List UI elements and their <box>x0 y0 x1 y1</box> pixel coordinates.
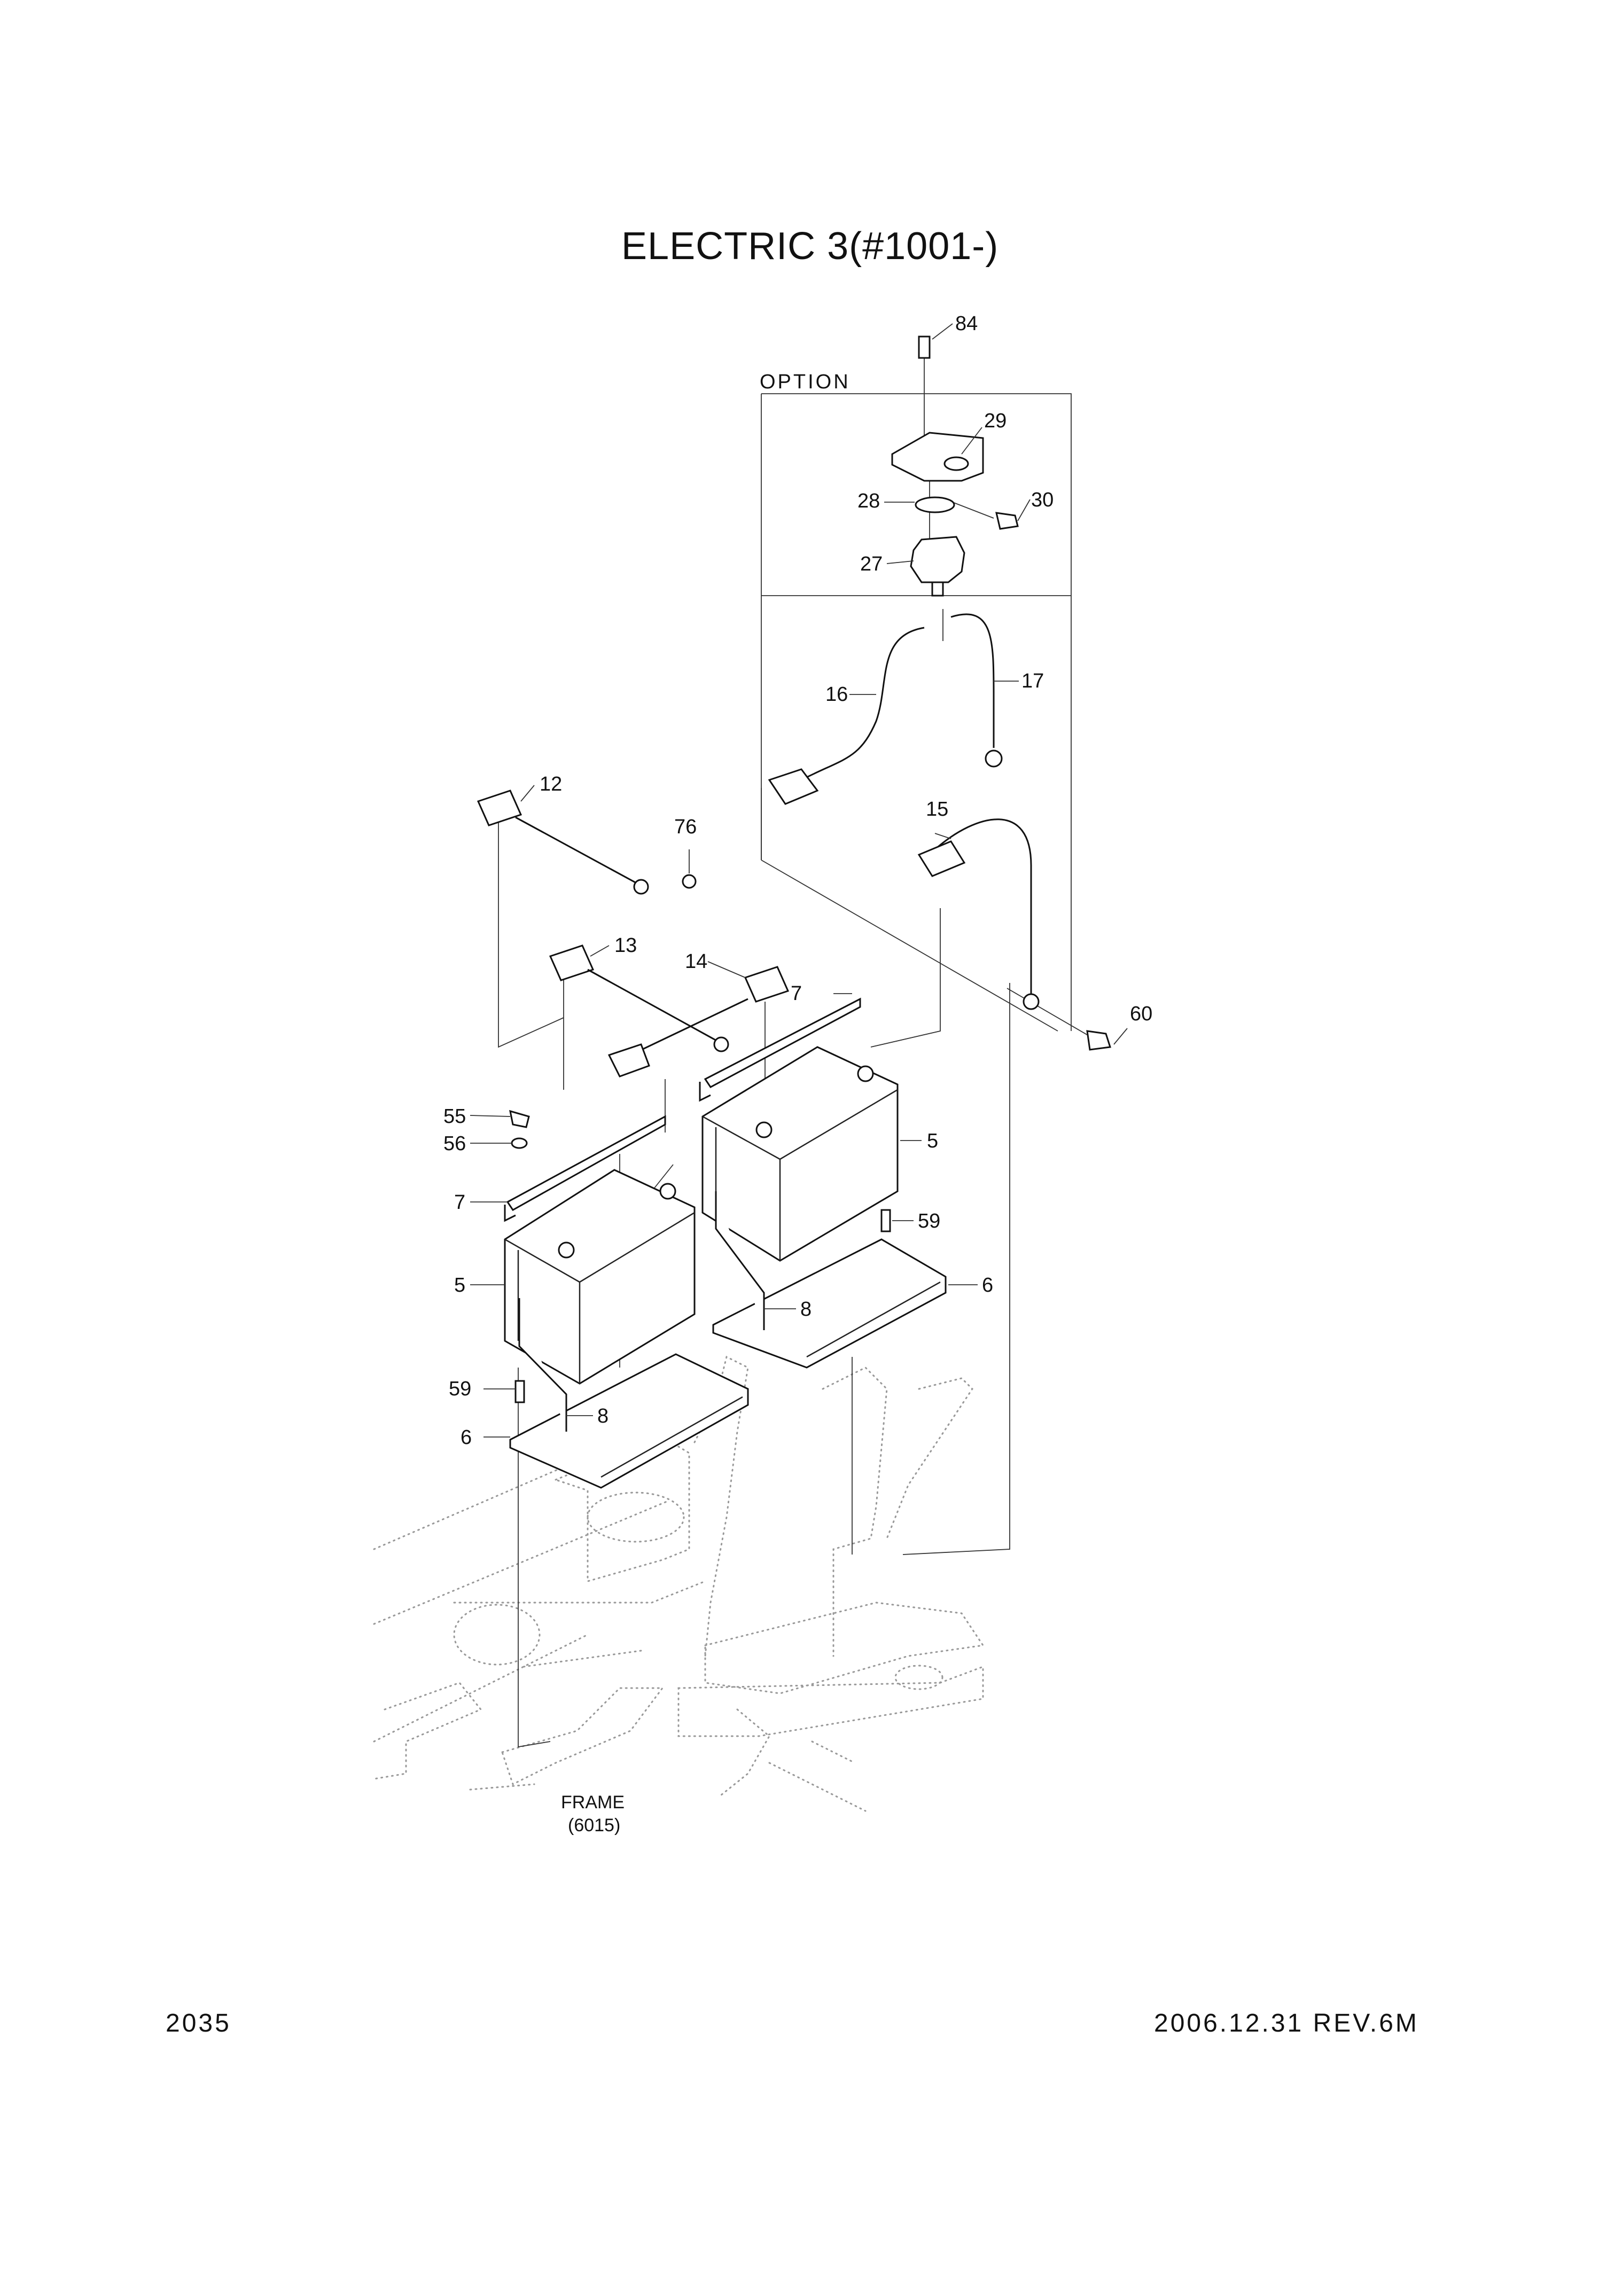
hardware <box>509 1110 891 1432</box>
frame-label: FRAME <box>561 1792 625 1813</box>
switch-27-part <box>910 536 965 583</box>
bracket-hole <box>943 456 969 471</box>
callout-6-right: 6 <box>982 1274 993 1297</box>
battery-holders <box>504 997 861 1222</box>
callout-8-right: 8 <box>800 1298 812 1321</box>
battery-tray-right <box>712 1238 947 1369</box>
callout-12: 12 <box>540 773 562 795</box>
cable-15 <box>917 818 1111 1051</box>
terminal-16 <box>768 768 819 805</box>
revision-label: 2006.12.31 REV.6M <box>1154 2009 1419 2037</box>
bolt-84-part <box>918 335 931 359</box>
bracket-29-part <box>891 432 984 482</box>
callout-27: 27 <box>860 553 883 575</box>
callout-60: 60 <box>1130 1003 1152 1025</box>
terminal-13 <box>549 944 595 981</box>
callout-lines <box>470 323 1128 1438</box>
callout-5-left: 5 <box>454 1274 465 1297</box>
terminal-12 <box>477 790 522 826</box>
callout-7-lower: 7 <box>454 1191 465 1214</box>
callout-84: 84 <box>955 313 978 335</box>
battery-switch-assembly <box>891 335 1019 597</box>
nut-76-part <box>682 874 697 889</box>
terminal-14 <box>744 966 790 1003</box>
washer-28-part <box>915 496 955 513</box>
callout-7-upper: 7 <box>791 982 802 1005</box>
cable-13-part <box>587 969 719 1043</box>
callout-17: 17 <box>1021 670 1044 692</box>
bolt-59-left <box>514 1380 525 1403</box>
callout-6-left: 6 <box>461 1426 472 1449</box>
diagram-title: ELECTRIC 3(#1001-) <box>621 225 999 268</box>
leader-lines <box>498 342 1090 1748</box>
rod-8-right <box>715 1191 765 1330</box>
cable-17-part <box>950 613 995 748</box>
cable-12-part <box>515 816 639 885</box>
callout-59-left: 59 <box>449 1378 471 1400</box>
callout-76: 76 <box>674 816 697 838</box>
washer-56 <box>511 1137 528 1149</box>
callout-29: 29 <box>984 410 1007 432</box>
cable-14-part <box>630 998 748 1056</box>
cable-16-part <box>806 627 925 778</box>
cables-16-17 <box>768 613 1003 805</box>
option-box: OPTION <box>760 371 1072 1032</box>
callout-59-right: 59 <box>918 1210 940 1232</box>
bolt-60-part <box>1086 1030 1111 1051</box>
callout-14: 14 <box>685 950 707 973</box>
callout-13: 13 <box>614 934 637 957</box>
page-number: 2035 <box>166 2009 231 2037</box>
callout-15: 15 <box>926 798 948 821</box>
terminal-17 <box>985 749 1003 768</box>
frame-reference: FRAME (6015) <box>561 1792 625 1836</box>
callout-28: 28 <box>857 490 880 512</box>
battery-tray-left <box>509 1353 749 1489</box>
callout-56: 56 <box>443 1133 466 1155</box>
bolt-59-right <box>880 1209 891 1232</box>
rod-8-left <box>518 1298 567 1432</box>
frame-ref: (6015) <box>568 1815 620 1836</box>
holder-7-lower <box>506 1115 666 1211</box>
battery-left <box>504 1169 696 1385</box>
callout-8-left: 8 <box>597 1405 609 1427</box>
callout-labels: 84 29 28 30 27 16 17 15 60 12 76 13 14 7… <box>443 313 1152 1449</box>
callout-16: 16 <box>825 683 848 706</box>
holder-7-upper <box>704 997 861 1088</box>
callout-5-right: 5 <box>927 1130 938 1152</box>
bolt-30-part <box>995 512 1019 530</box>
battery-right <box>701 1046 899 1262</box>
wing-nut-55 <box>509 1110 530 1128</box>
callout-55: 55 <box>443 1105 466 1128</box>
option-label: OPTION <box>760 371 851 393</box>
terminal-15 <box>917 840 966 877</box>
cables-12-13-14 <box>477 790 790 1077</box>
callout-30: 30 <box>1031 489 1054 511</box>
